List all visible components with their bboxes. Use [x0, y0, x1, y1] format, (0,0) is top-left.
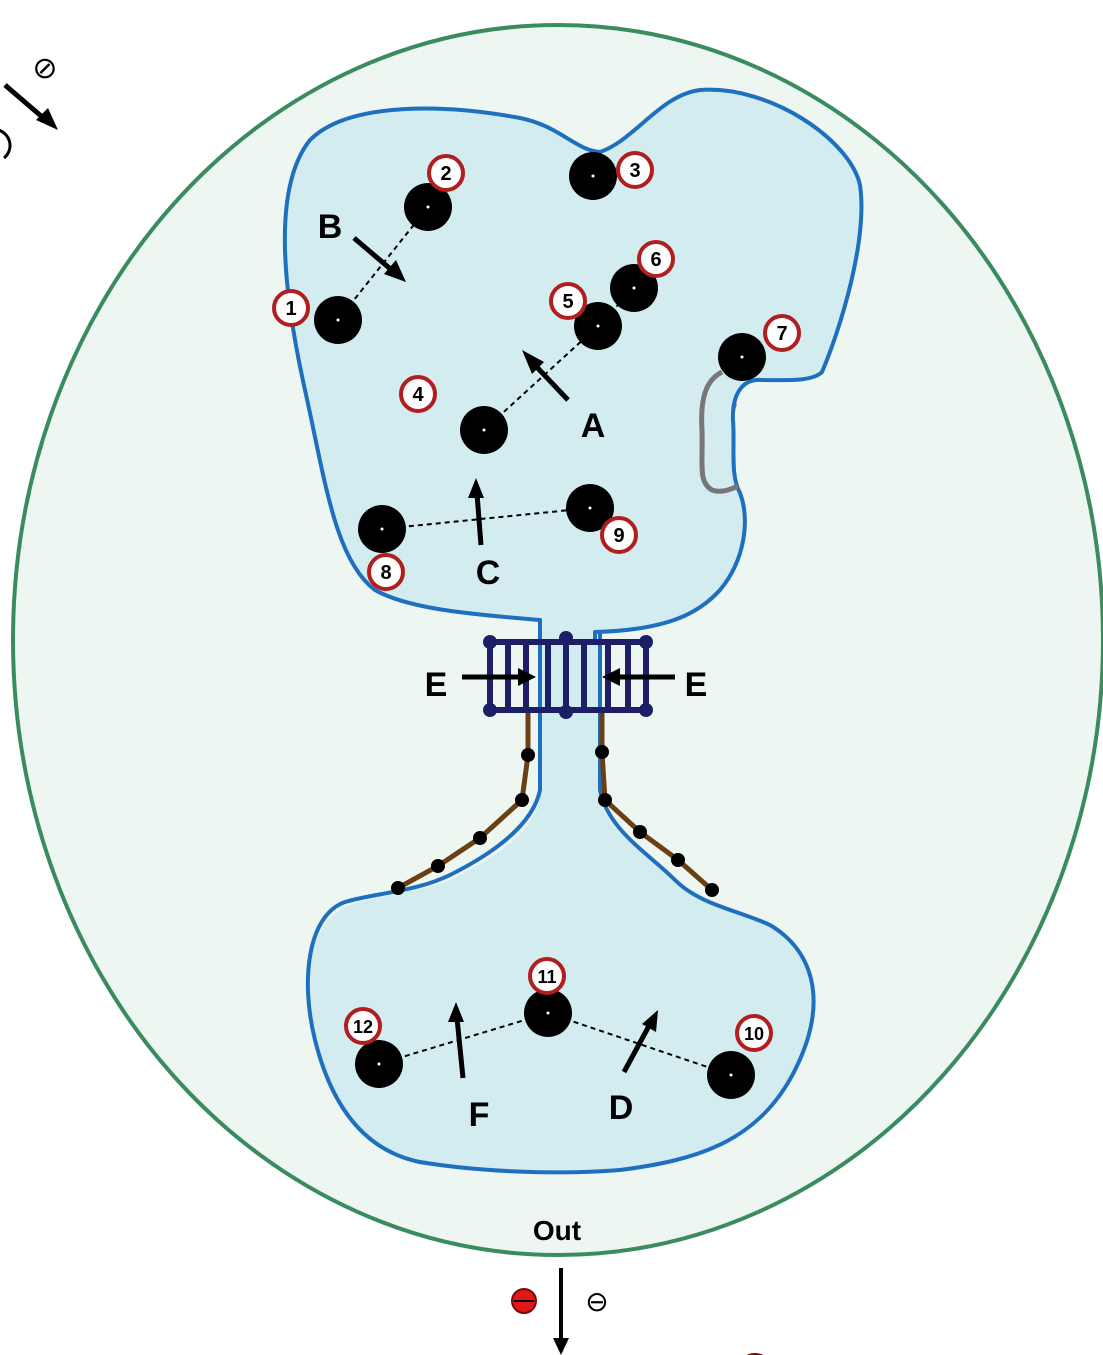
site-9[interactable]: 9 [566, 484, 638, 554]
arrow-A: A [522, 350, 605, 445]
site-8-label: 8 [380, 562, 391, 584]
arrow-B: B [318, 208, 406, 282]
arrow-C: C [468, 478, 500, 592]
entry-arrowhead [36, 108, 58, 130]
site-2[interactable]: 2 [404, 154, 465, 231]
exit-arrowhead [553, 1338, 569, 1355]
arrow-C-label: C [476, 554, 501, 592]
negative-ion-icon [511, 1288, 537, 1314]
site-3-label: 3 [629, 160, 640, 182]
arrow-E-left-label: E [425, 666, 448, 704]
arrow-A-label: A [581, 407, 606, 445]
site-11-label: 11 [537, 967, 556, 987]
site-9-label: 9 [613, 525, 624, 547]
site-10-label: 10 [744, 1024, 764, 1044]
gate-bolts [483, 631, 653, 719]
lower-compartment-outline [305, 700, 816, 1175]
site-6[interactable]: 6 [610, 240, 675, 312]
exit-label: Out [533, 1215, 581, 1246]
site-11[interactable]: 11 [524, 957, 572, 1037]
arrow-E-right-label: E [685, 666, 708, 704]
site-1[interactable]: 1 [272, 289, 362, 344]
site-7[interactable]: 7 [718, 314, 801, 381]
site-7-label: 7 [776, 323, 787, 345]
site-4[interactable]: 4 [399, 375, 508, 454]
connecting-channel [308, 640, 814, 1173]
arrow-D: D [609, 1010, 658, 1127]
site-10[interactable]: 10 [707, 1014, 773, 1099]
patch-rim [699, 369, 740, 494]
site-8[interactable]: 8 [358, 505, 406, 591]
entry-symbol: ⊘ [32, 52, 57, 85]
partial-ring-icon [0, 129, 12, 160]
chain-right [595, 708, 719, 897]
site-5-label: 5 [562, 291, 573, 313]
site-1-label: 1 [285, 298, 296, 320]
site-12-label: 12 [353, 1017, 373, 1037]
site-5[interactable]: 5 [549, 282, 622, 350]
arrow-E-left: E [425, 666, 536, 704]
exit-charge-symbol: ⊖ [585, 1286, 608, 1317]
arrow-F: F [448, 1002, 489, 1134]
site-2-label: 2 [440, 163, 451, 185]
arrow-F-label: F [469, 1096, 490, 1134]
site-12[interactable]: 12 [344, 1007, 403, 1088]
arrow-D-label: D [609, 1089, 634, 1127]
arrow-E-right: E [602, 666, 707, 704]
site-4-label: 4 [412, 384, 424, 406]
chain-left [391, 708, 535, 895]
site-3[interactable]: 3 [569, 151, 654, 200]
arrow-B-label: B [318, 208, 343, 246]
site-6-label: 6 [650, 249, 661, 271]
